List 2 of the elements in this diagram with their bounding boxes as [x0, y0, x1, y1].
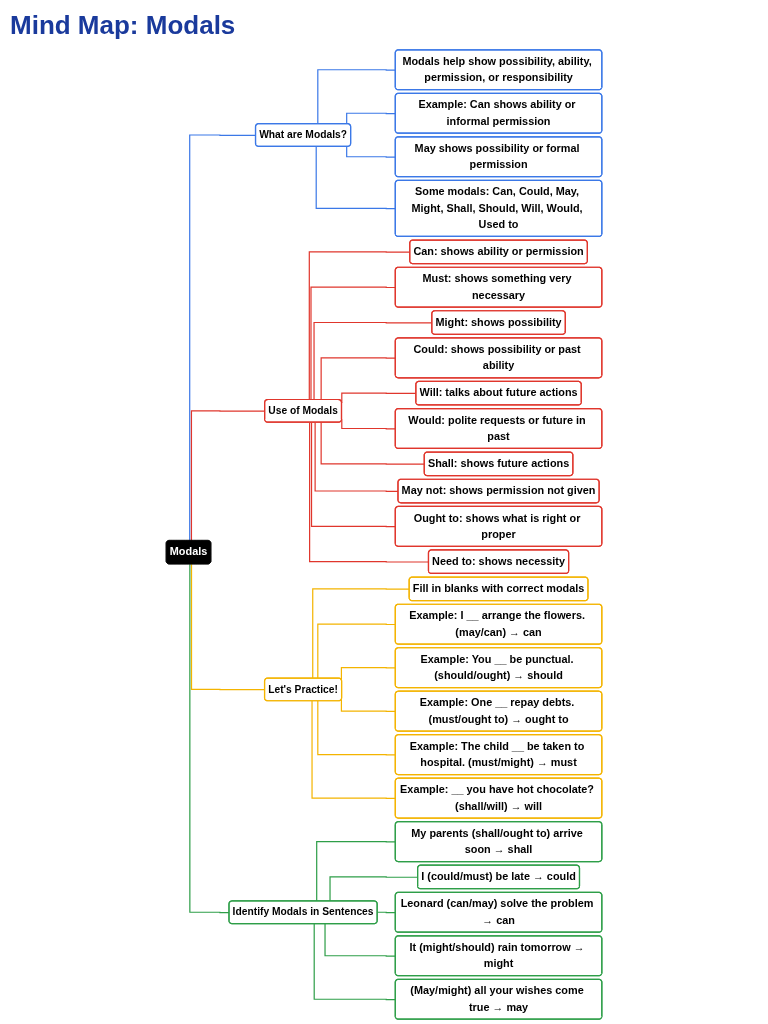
- diagram-title: Mind Map: Modals: [10, 10, 237, 41]
- connector: [310, 421, 397, 528]
